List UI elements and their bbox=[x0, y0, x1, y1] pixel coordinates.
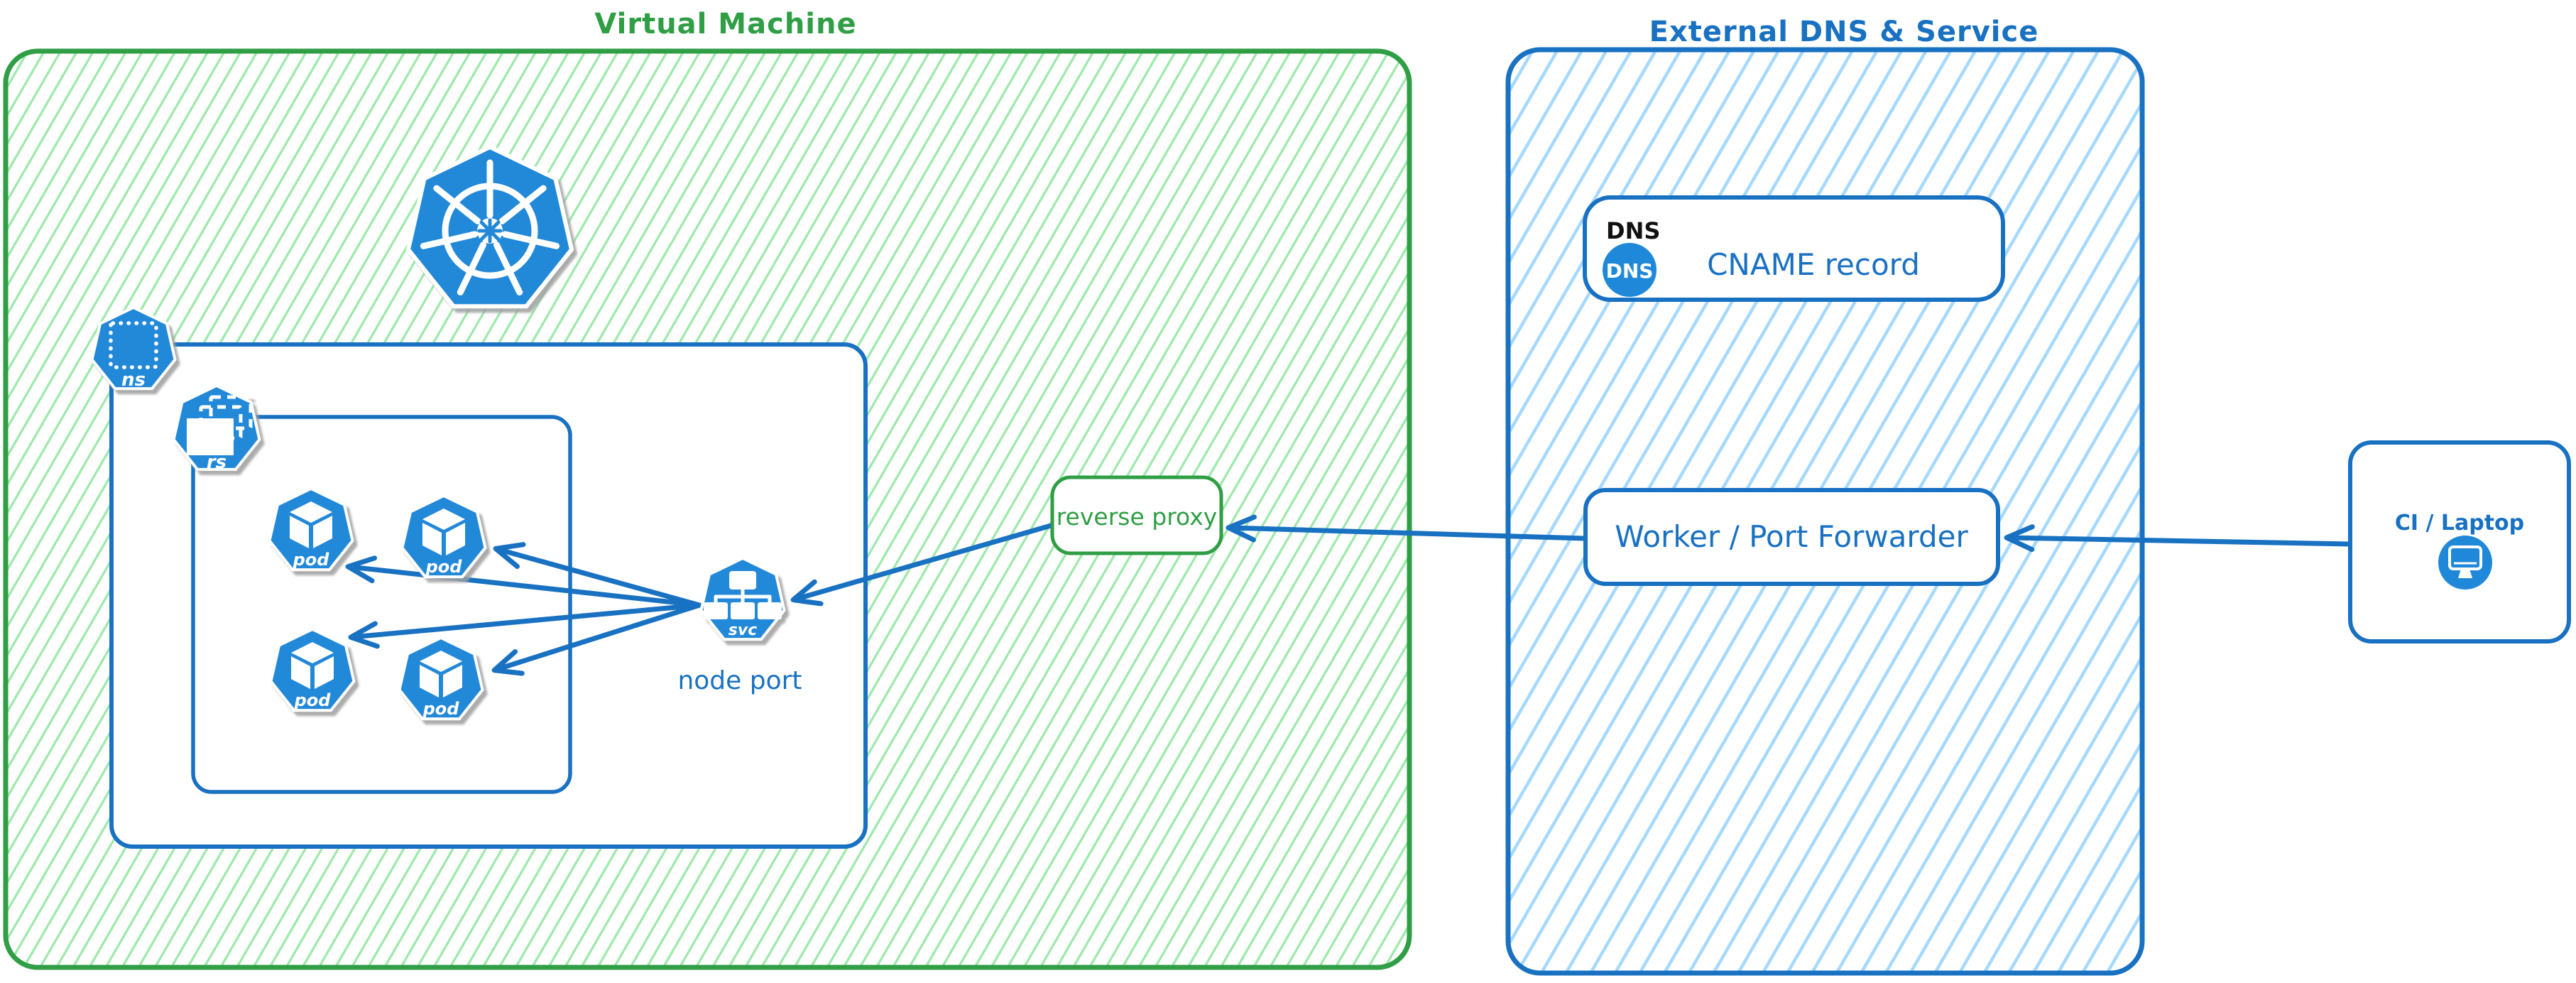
namespace-icon: ns bbox=[90, 305, 177, 391]
arrow-worker-to-proxy bbox=[1226, 514, 1587, 543]
service-arrows bbox=[345, 523, 1054, 676]
arrow-proxy-to-service bbox=[790, 523, 1054, 607]
replicaset-icon-label: rs bbox=[207, 452, 227, 473]
service-icon: svc bbox=[699, 556, 786, 641]
ci-laptop-card: CI / Laptop bbox=[2348, 440, 2571, 643]
replicaset-box bbox=[191, 415, 572, 794]
external-dns-title: External DNS & Service bbox=[1649, 16, 2039, 48]
node-port-label: node port bbox=[677, 666, 802, 695]
arrow-service-to-pod-2 bbox=[493, 542, 702, 608]
reverse-proxy-label: reverse proxy bbox=[1057, 503, 1218, 531]
worker-label: Worker / Port Forwarder bbox=[1615, 519, 1968, 554]
arrow-ci-to-worker bbox=[2004, 524, 2352, 553]
reverse-proxy-box bbox=[1050, 475, 1223, 555]
laptop-icon bbox=[2438, 536, 2492, 590]
ci-laptop-label: CI / Laptop bbox=[2395, 511, 2524, 536]
arrow-service-to-pod-3 bbox=[348, 602, 702, 649]
arrow-service-to-pod-4 bbox=[491, 602, 702, 676]
dns-icon bbox=[1603, 243, 1657, 297]
arrow-service-to-pod-1 bbox=[345, 555, 702, 608]
replicaset-icon: rs bbox=[172, 384, 261, 473]
dns-tag: DNS bbox=[1606, 217, 1660, 244]
worker-card: Worker / Port Forwarder bbox=[1583, 488, 2000, 586]
dns-card: DNS DNS CNAME record bbox=[1583, 195, 2005, 302]
kubernetes-icon bbox=[405, 144, 574, 309]
cname-record-label: CNAME record bbox=[1707, 247, 1920, 282]
dns-icon-label: DNS bbox=[1606, 259, 1654, 283]
service-icon-label: svc bbox=[728, 621, 757, 639]
namespace-icon-label: ns bbox=[121, 369, 146, 391]
virtual-machine-title: Virtual Machine bbox=[594, 8, 856, 40]
